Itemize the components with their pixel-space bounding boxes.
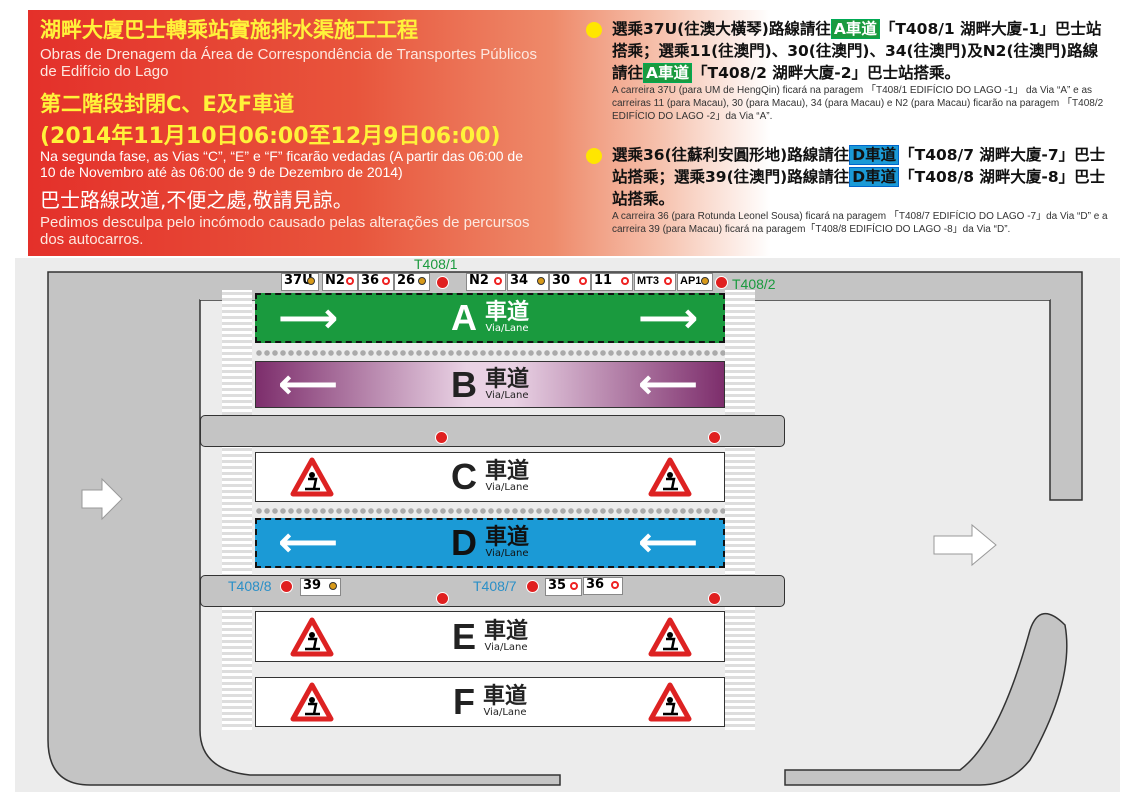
route-sign: MT3 <box>634 273 676 291</box>
stop-label-t408-1: T408/1 <box>414 256 458 272</box>
bus-stop-marker <box>436 276 449 289</box>
arrow-left-icon: ⟵ <box>638 517 699 566</box>
apology-zh: 巴士路線改道,不便之處,敬請見諒。 <box>40 188 353 212</box>
stop-label-t408-7: T408/7 <box>473 578 517 594</box>
exit-arrow-icon <box>933 523 997 567</box>
bollard-row <box>255 507 725 515</box>
arrow-right-icon: ⟶ <box>278 293 339 342</box>
bus-stop-marker <box>708 592 721 605</box>
bus-stop-marker <box>435 431 448 444</box>
title-zh: 湖畔大廈巴士轉乘站實施排水渠施工工程 <box>40 18 418 42</box>
bus-stop-marker <box>715 276 728 289</box>
arrow-left-icon: ⟵ <box>278 359 339 408</box>
crosswalk-left <box>222 290 252 730</box>
route-sign: 11 <box>591 273 633 291</box>
arrow-right-icon: ⟶ <box>638 293 699 342</box>
route-sign: N2 <box>466 273 506 291</box>
crosswalk-right <box>725 290 755 730</box>
arrow-left-icon: ⟵ <box>278 517 339 566</box>
phase-zh: 第二階段封閉C、E及F車道 <box>40 92 295 116</box>
route-sign: 30 <box>549 273 591 291</box>
route-sign: 36 <box>358 273 394 291</box>
bullet-icon <box>586 22 602 38</box>
bollard-row <box>255 349 725 357</box>
bus-stop-marker <box>708 431 721 444</box>
roadworks-sign-icon <box>290 682 334 722</box>
roadworks-sign-icon <box>648 617 692 657</box>
title-pt: Obras de Drenagem da Área de Correspondê… <box>40 46 537 80</box>
route-sign: 26 <box>394 273 430 291</box>
bus-stop-marker <box>526 580 539 593</box>
dates-zh: (2014年11月10日06:00至12月9日06:00) <box>40 124 501 149</box>
roadworks-sign-icon <box>290 617 334 657</box>
arrow-left-icon: ⟵ <box>638 359 699 408</box>
apology-pt: Pedimos desculpa pelo incómodo causado p… <box>40 214 530 248</box>
phase-pt: Na segunda fase, as Vias “C”, “E” e “F” … <box>40 148 523 180</box>
roadworks-sign-icon <box>290 457 334 497</box>
bullet-icon <box>586 148 602 164</box>
road-outer <box>47 271 1083 786</box>
route-sign: N2 <box>322 273 358 291</box>
roadworks-sign-icon <box>648 457 692 497</box>
route-sign: 37U <box>281 273 319 291</box>
entry-arrow-icon <box>81 477 123 521</box>
stop-label-t408-8: T408/8 <box>228 578 272 594</box>
route-sign: 36 <box>583 577 623 595</box>
route-sign: 35 <box>545 578 582 596</box>
road-right-exit <box>784 613 1068 786</box>
stop-label-t408-2: T408/2 <box>732 276 776 292</box>
route-sign: 34 <box>507 273 549 291</box>
median-island <box>200 575 785 607</box>
route-sign: AP1 <box>677 273 713 291</box>
bus-stop-marker <box>280 580 293 593</box>
roadworks-sign-icon <box>648 682 692 722</box>
bus-stop-marker <box>436 592 449 605</box>
median-island <box>200 415 785 447</box>
header-banner <box>28 10 1120 256</box>
route-sign: 39 <box>300 578 341 596</box>
